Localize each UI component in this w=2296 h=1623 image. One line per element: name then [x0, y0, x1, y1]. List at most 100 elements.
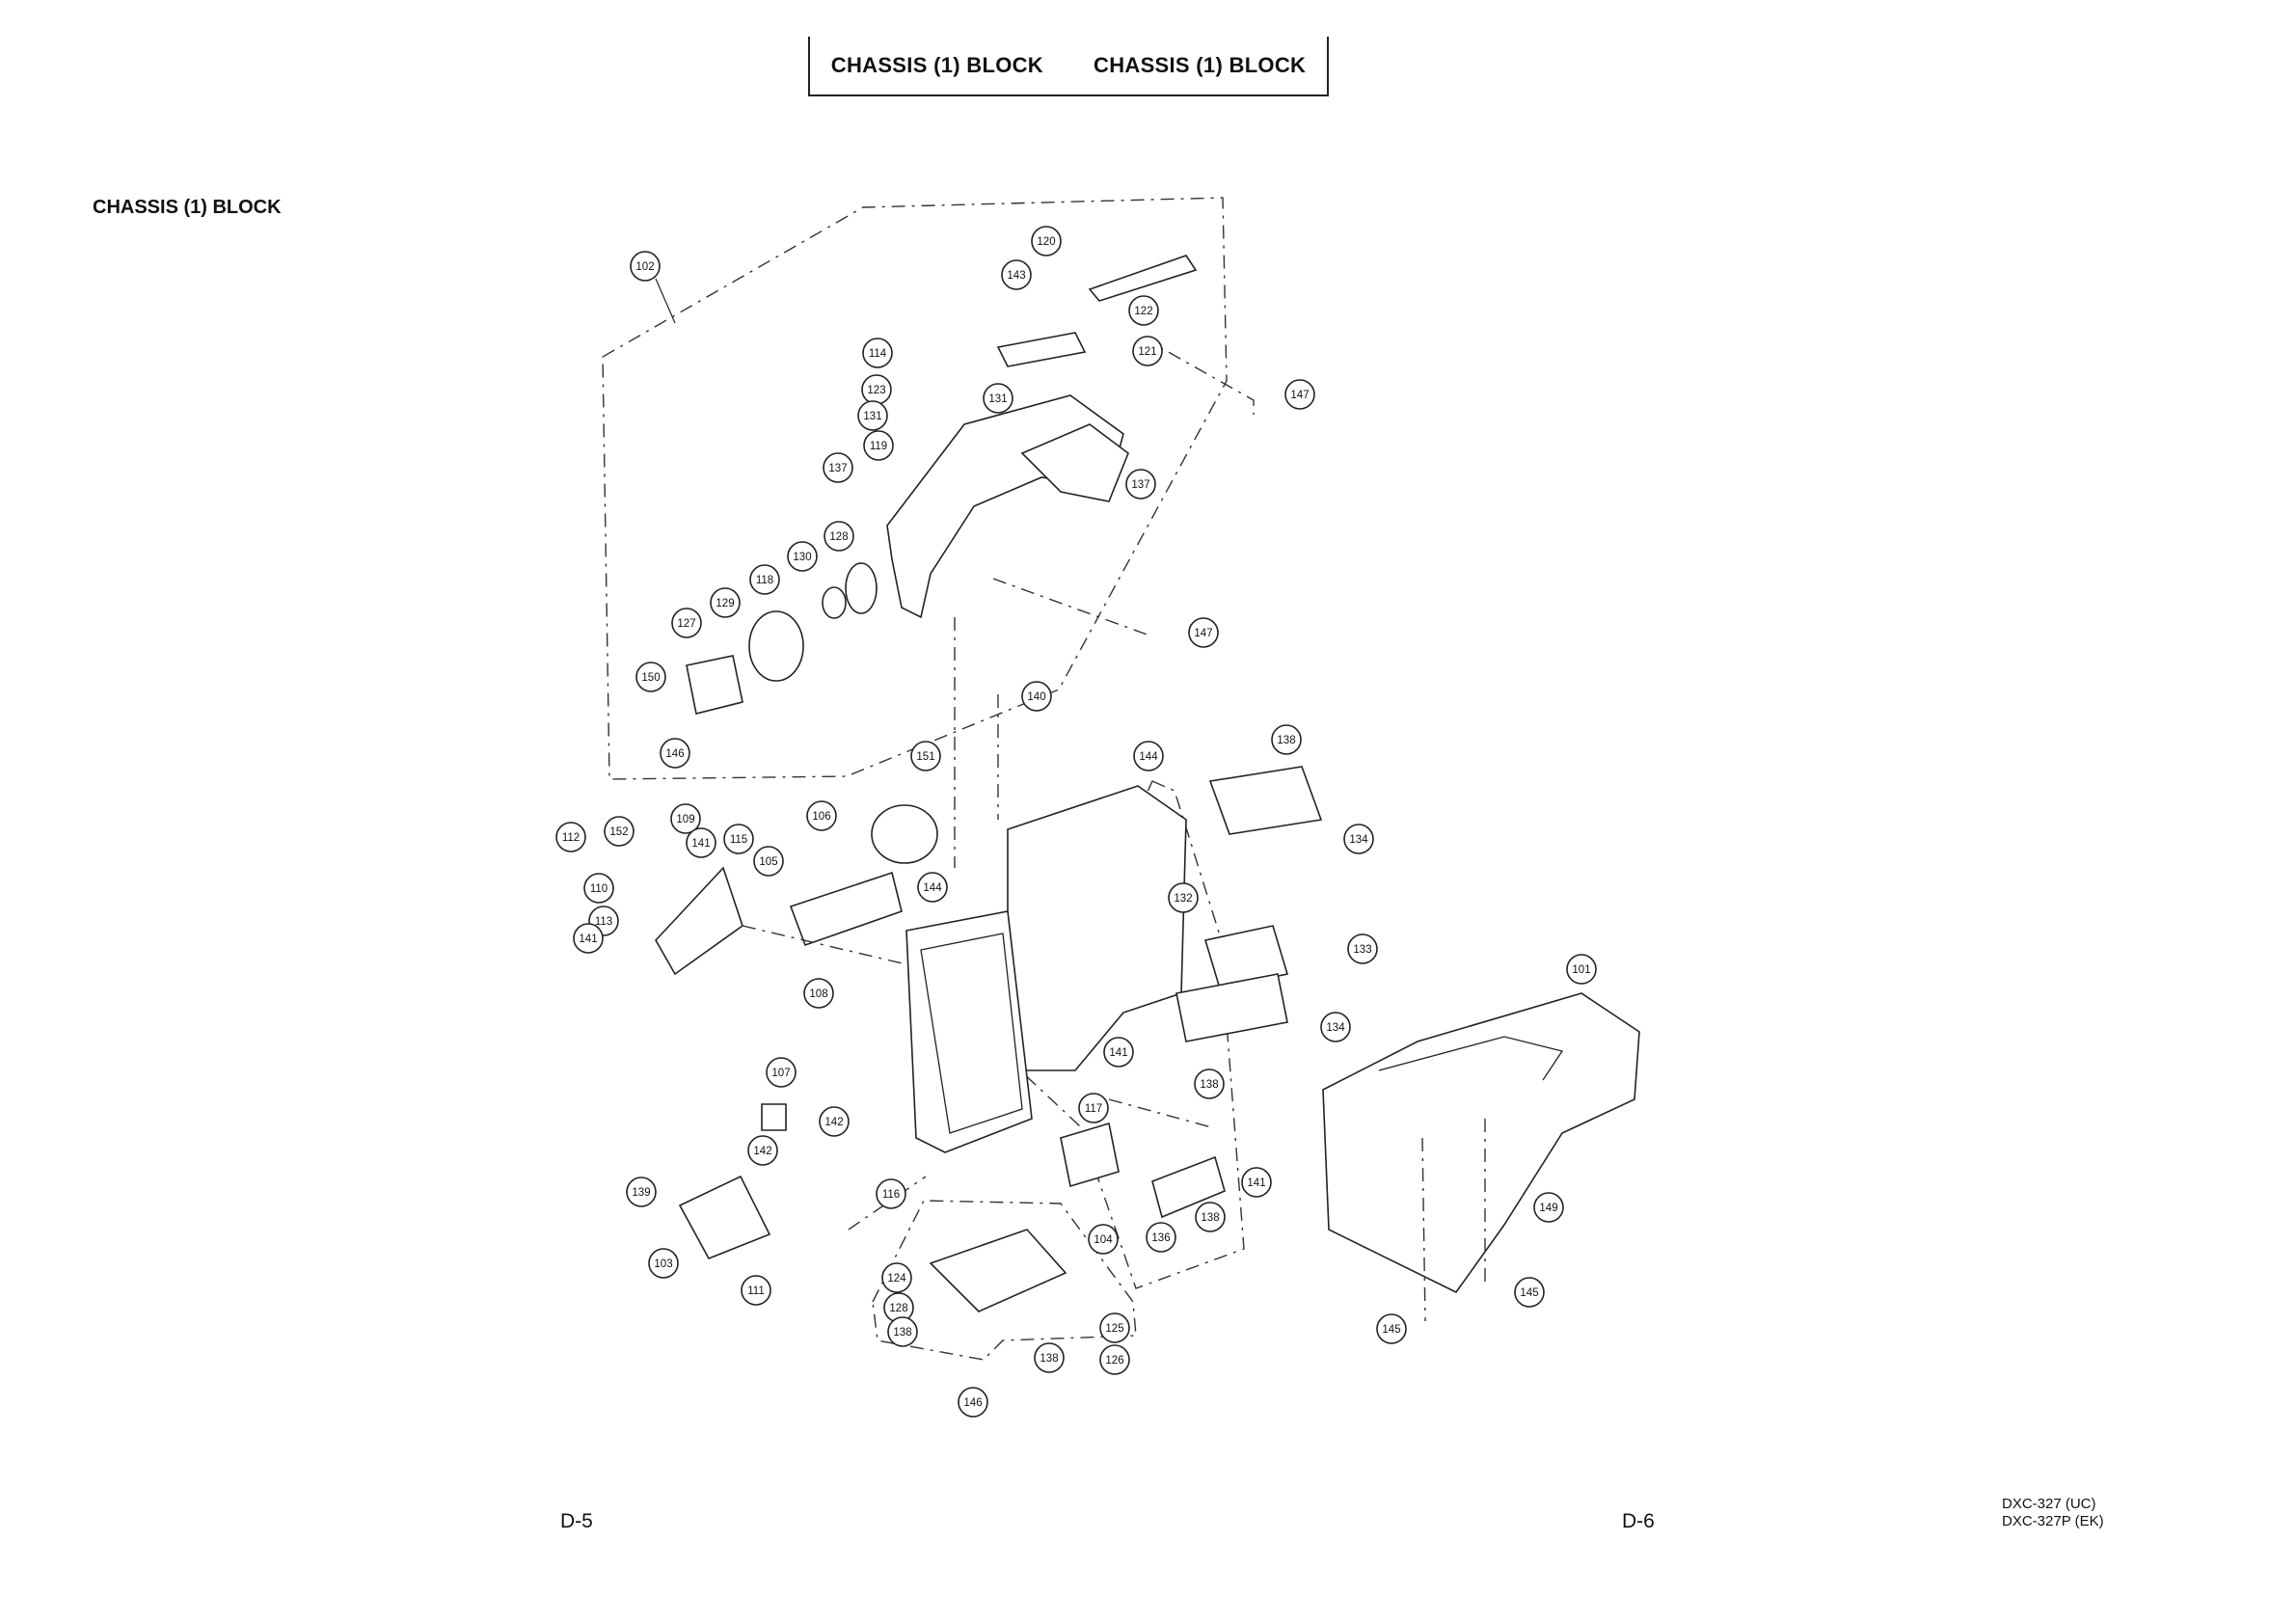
callout-label: 134	[1349, 834, 1368, 846]
assembly-line	[1108, 1098, 1216, 1129]
callout-118: 118	[749, 564, 780, 595]
callout-114: 114	[862, 338, 893, 368]
assembly-line	[992, 578, 1153, 637]
callout-label: 138	[1200, 1079, 1218, 1091]
callout-146: 146	[958, 1387, 988, 1418]
callout-label: 149	[1539, 1203, 1557, 1214]
callout-label: 142	[753, 1146, 771, 1157]
callout-123: 123	[861, 374, 892, 405]
callout-144: 144	[1133, 741, 1164, 771]
callout-label: 141	[691, 838, 710, 850]
callout-label: 141	[1247, 1177, 1265, 1189]
switch-107-part	[761, 1103, 787, 1131]
callout-label: 106	[812, 811, 830, 823]
callout-label: 123	[867, 385, 885, 396]
front-frame-inner	[920, 933, 1023, 1134]
callout-141: 141	[686, 827, 716, 858]
callout-144: 144	[917, 872, 948, 903]
callout-label: 107	[771, 1068, 790, 1079]
callout-label: 151	[916, 751, 934, 763]
rear-plate-part	[655, 866, 743, 976]
callout-label: 109	[676, 814, 694, 825]
disc-part	[845, 562, 878, 614]
callout-124: 124	[881, 1262, 912, 1293]
callout-132: 132	[1168, 882, 1199, 913]
callout-117: 117	[1078, 1093, 1109, 1123]
callout-143: 143	[1001, 259, 1032, 290]
callout-151: 151	[910, 741, 941, 771]
callout-label: 141	[579, 933, 597, 945]
callout-131: 131	[857, 400, 888, 431]
callout-147: 147	[1188, 617, 1219, 648]
callout-136: 136	[1146, 1222, 1176, 1253]
callout-label: 121	[1138, 346, 1156, 358]
callout-104: 104	[1088, 1224, 1119, 1255]
callout-142: 142	[819, 1106, 850, 1137]
bottom-plate-outline	[872, 1200, 1137, 1361]
callout-108: 108	[803, 978, 834, 1009]
callout-139: 139	[626, 1177, 657, 1207]
callout-label: 137	[1131, 479, 1149, 491]
callout-label: 138	[1277, 735, 1295, 746]
callout-138: 138	[1195, 1202, 1226, 1232]
callout-138: 138	[1194, 1068, 1225, 1099]
callout-label: 150	[641, 672, 660, 684]
callout-105: 105	[753, 846, 784, 877]
callout-137: 137	[1125, 469, 1156, 500]
callout-label: 131	[988, 393, 1007, 405]
callout-103: 103	[648, 1248, 679, 1279]
callout-label: 115	[730, 834, 747, 846]
handle-grip-part	[1020, 423, 1129, 502]
callout-label: 143	[1007, 270, 1025, 282]
callout-label: 118	[756, 575, 773, 586]
callout-label: 104	[1094, 1234, 1113, 1246]
bottom-plate-part	[929, 1229, 1067, 1312]
callout-label: 140	[1027, 691, 1045, 703]
callout-115: 115	[723, 824, 754, 854]
model-number: DXC-327 (UC) DXC-327P (EK)	[2002, 1496, 2104, 1530]
callout-152: 152	[604, 816, 635, 847]
callout-140: 140	[1021, 681, 1052, 712]
model-ek: DXC-327P (EK)	[2002, 1513, 2104, 1529]
callout-label: 105	[759, 856, 777, 868]
cover-117-part	[1060, 1122, 1120, 1188]
model-uc: DXC-327 (UC)	[2002, 1496, 2096, 1512]
callout-label: 110	[590, 883, 608, 895]
callout-label: 137	[828, 463, 847, 474]
callout-141: 141	[573, 923, 604, 954]
callout-126: 126	[1099, 1344, 1130, 1375]
callout-149: 149	[1533, 1192, 1564, 1223]
side-panel-part	[1322, 992, 1640, 1294]
callout-label: 133	[1353, 944, 1371, 956]
shoe-133-part	[1203, 925, 1289, 989]
callout-138: 138	[1271, 724, 1302, 755]
callout-label: 147	[1194, 628, 1212, 639]
callout-138: 138	[887, 1316, 918, 1347]
front-frame-part	[905, 910, 1033, 1153]
callout-label: 108	[809, 988, 827, 1000]
callout-label: 126	[1105, 1355, 1123, 1366]
strap-part	[1088, 255, 1198, 302]
assembly-line	[1142, 337, 1255, 415]
callout-label: 103	[654, 1258, 672, 1270]
cushion-part	[871, 804, 938, 864]
callout-label: 146	[963, 1397, 982, 1409]
callout-131: 131	[983, 383, 1013, 414]
callout-label: 114	[869, 348, 887, 360]
callout-label: 101	[1572, 964, 1590, 976]
callout-116: 116	[876, 1178, 906, 1209]
callout-label: 142	[824, 1117, 843, 1128]
callout-label: 116	[882, 1189, 900, 1201]
callout-145: 145	[1376, 1313, 1407, 1344]
callout-label: 136	[1151, 1232, 1170, 1244]
callout-146: 146	[660, 738, 690, 769]
callout-label: 119	[870, 441, 887, 452]
top-bracket-part	[996, 332, 1087, 367]
callout-label: 111	[747, 1285, 764, 1297]
callout-147: 147	[1284, 379, 1315, 410]
header-title-right: CHASSIS (1) BLOCK	[1094, 53, 1307, 77]
callout-label: 120	[1037, 236, 1055, 248]
side-panel-inner	[1378, 1036, 1564, 1081]
callout-label: 128	[889, 1303, 907, 1314]
